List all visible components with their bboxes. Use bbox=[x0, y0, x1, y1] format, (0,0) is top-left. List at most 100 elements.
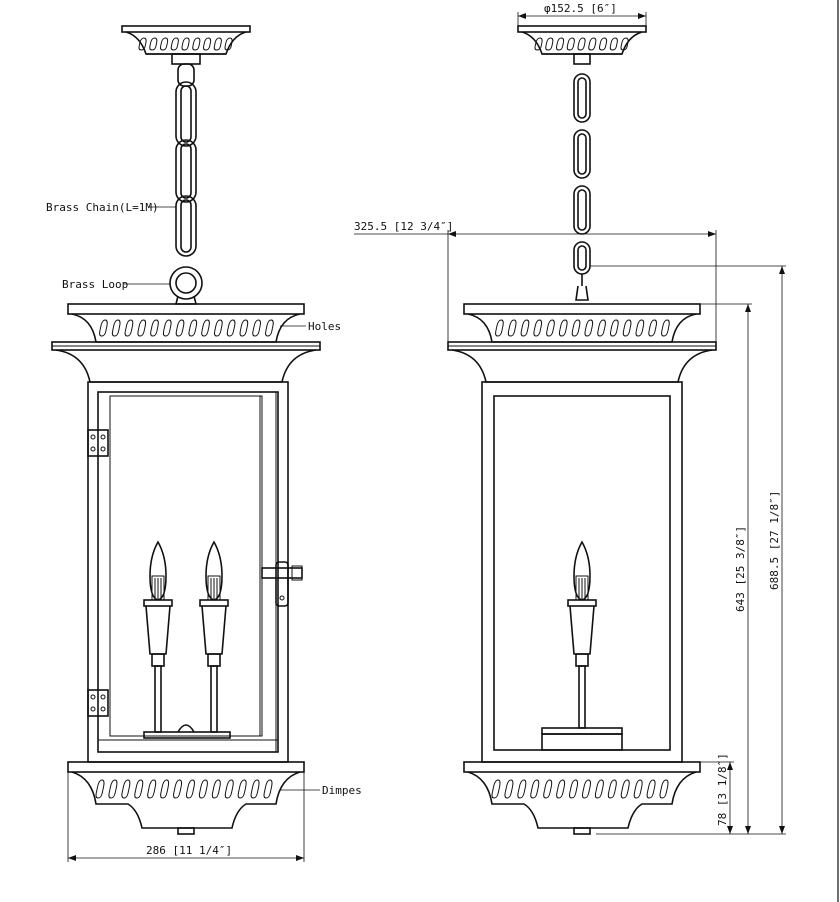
slot-hole bbox=[224, 779, 234, 799]
canopy-side bbox=[517, 25, 647, 65]
slot-hole bbox=[517, 779, 527, 799]
slot-hole bbox=[648, 319, 657, 337]
canopy-dia-text: φ152.5 [6″] bbox=[544, 2, 617, 15]
door-latch bbox=[261, 561, 303, 607]
bottom-width-dimension bbox=[67, 772, 305, 862]
slot-hole bbox=[150, 319, 159, 337]
slot-hole bbox=[147, 779, 157, 799]
roof-plate bbox=[51, 341, 321, 383]
slot-hole bbox=[160, 779, 170, 799]
slot-hole bbox=[263, 779, 273, 799]
slot-hole bbox=[124, 319, 134, 337]
hinge-top bbox=[87, 429, 109, 457]
slot-hole bbox=[175, 319, 185, 337]
slot-hole bbox=[202, 37, 212, 51]
body-frame-side bbox=[481, 381, 683, 763]
slot-hole bbox=[584, 319, 594, 337]
slot-hole bbox=[137, 319, 147, 337]
slot-hole bbox=[213, 37, 222, 51]
slot-hole bbox=[211, 779, 221, 799]
slot-hole bbox=[533, 319, 543, 337]
slot-hole bbox=[569, 779, 579, 799]
slot-hole bbox=[609, 37, 618, 51]
canopy-dimension bbox=[517, 12, 647, 26]
slot-hole bbox=[661, 319, 670, 337]
overall-height-text: 688.5 [27 1/8″] bbox=[768, 491, 781, 590]
slot-hole bbox=[594, 779, 604, 799]
slot-hole bbox=[201, 319, 210, 337]
slot-hole bbox=[558, 319, 568, 337]
top-width-dimension bbox=[354, 230, 717, 342]
candle-base bbox=[143, 724, 231, 739]
brass-loop-label: Brass Loop bbox=[62, 278, 128, 291]
slot-hole bbox=[622, 319, 632, 337]
body-height-dimension bbox=[596, 303, 752, 835]
slot-hole bbox=[620, 37, 629, 51]
slot-hole bbox=[173, 779, 183, 799]
slot-hole bbox=[213, 319, 223, 337]
slot-hole bbox=[633, 779, 643, 799]
hinge-bottom bbox=[87, 689, 109, 717]
slot-hole bbox=[534, 37, 543, 51]
roof-plate-side bbox=[447, 341, 717, 383]
bottom-base-side bbox=[463, 761, 701, 835]
slot-hole bbox=[545, 37, 554, 51]
base-height-text: 78 [3 1/8″] bbox=[716, 753, 729, 826]
body-height-text: 643 [25 3/8″] bbox=[734, 526, 747, 612]
candle-right bbox=[199, 540, 229, 733]
slot-hole bbox=[495, 319, 504, 337]
slot-hole bbox=[555, 37, 565, 51]
slot-hole bbox=[507, 319, 517, 337]
slot-hole bbox=[598, 37, 608, 51]
slot-hole bbox=[265, 319, 274, 337]
slot-hole bbox=[504, 779, 514, 799]
candle-side bbox=[541, 540, 623, 751]
canopy bbox=[121, 25, 251, 65]
slot-hole bbox=[646, 779, 656, 799]
top-cap bbox=[67, 303, 305, 343]
slot-hole bbox=[181, 37, 190, 51]
slot-hole bbox=[134, 779, 144, 799]
slot-hole bbox=[659, 779, 669, 799]
dimples-label: Dimpes bbox=[322, 784, 362, 797]
slot-hole bbox=[121, 779, 131, 799]
overall-height-dimension bbox=[590, 265, 786, 835]
slot-hole bbox=[546, 319, 555, 337]
brass-chain-side bbox=[573, 73, 591, 301]
slot-hole bbox=[95, 779, 105, 799]
bottom-width-text: 286 [11 1/4″] bbox=[146, 844, 232, 857]
slot-hole bbox=[149, 37, 158, 51]
slot-hole bbox=[607, 779, 617, 799]
slot-hole bbox=[635, 319, 645, 337]
slot-hole bbox=[252, 319, 261, 337]
body-frame bbox=[87, 381, 289, 763]
slot-hole bbox=[111, 319, 121, 337]
slot-hole bbox=[597, 319, 606, 337]
slot-hole bbox=[224, 37, 233, 51]
slot-hole bbox=[226, 319, 236, 337]
slot-hole bbox=[192, 37, 201, 51]
slot-hole bbox=[530, 779, 540, 799]
slot-hole bbox=[237, 779, 247, 799]
front-view bbox=[51, 25, 321, 862]
top-cap-side bbox=[463, 303, 701, 343]
candle-left bbox=[143, 540, 173, 733]
slot-hole bbox=[198, 779, 208, 799]
slot-hole bbox=[108, 779, 118, 799]
slot-hole bbox=[239, 319, 249, 337]
top-width-text: 325.5 [12 3/4″] bbox=[354, 220, 453, 233]
side-view bbox=[354, 12, 786, 835]
slot-hole bbox=[138, 37, 147, 51]
bottom-base bbox=[67, 761, 305, 835]
slot-hole bbox=[159, 37, 169, 51]
slot-hole bbox=[556, 779, 566, 799]
slot-hole bbox=[620, 779, 630, 799]
brass-chain bbox=[175, 63, 197, 257]
slot-hole bbox=[609, 319, 619, 337]
base-height-dimension bbox=[700, 761, 734, 834]
holes-label: Holes bbox=[308, 320, 341, 333]
slot-hole bbox=[99, 319, 108, 337]
slot-hole bbox=[185, 779, 195, 799]
slot-hole bbox=[170, 37, 179, 51]
